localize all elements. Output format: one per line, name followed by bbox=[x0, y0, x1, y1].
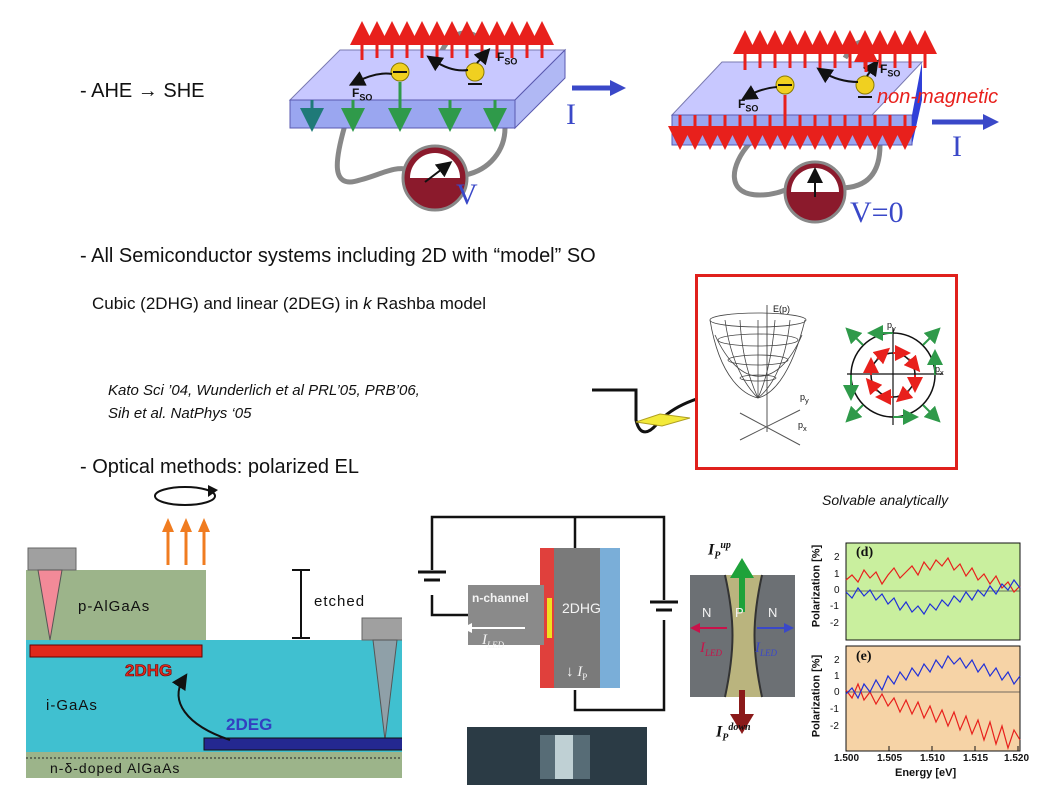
device-2dhg-label: 2DHG bbox=[125, 661, 173, 681]
xtick-3: 1.515 bbox=[963, 753, 989, 764]
ytick-d-0: 2 bbox=[834, 552, 840, 563]
micro-p-mid: P bbox=[735, 605, 744, 620]
bullet-optical: - Optical methods: polarized EL bbox=[80, 456, 360, 478]
ahe-voltage-label: V bbox=[456, 178, 478, 211]
rashba-model-text: Cubic (2DHG) and linear (2DEG) in k Rash… bbox=[92, 294, 486, 313]
plot-ylabel-d: Polarization [%] bbox=[810, 544, 823, 628]
nonmagnetic-label: non-magnetic bbox=[877, 86, 999, 108]
bullet-ahe-she: - AHE → SHE bbox=[80, 80, 205, 102]
micro-ip-down: IPdown bbox=[716, 722, 751, 744]
circuit-iled: ILED bbox=[482, 632, 505, 650]
xtick-4: 1.520 bbox=[1004, 753, 1030, 764]
she-fso-left: FSO bbox=[738, 97, 759, 114]
circuit-ip: ↓ IP bbox=[566, 664, 588, 682]
xtick-1: 1.505 bbox=[877, 753, 903, 764]
xtick-2: 1.510 bbox=[920, 753, 946, 764]
she-voltage-label: V=0 bbox=[850, 196, 904, 229]
ahe-current-label: I bbox=[566, 98, 576, 131]
ytick-d-3: -1 bbox=[830, 601, 839, 612]
rashba-energy-axis: E(p) bbox=[773, 304, 791, 314]
ahe-fso-right: FSO bbox=[497, 50, 518, 67]
plot-panel-e: (e) bbox=[856, 649, 872, 664]
circuit-n-channel: n-channel bbox=[472, 591, 529, 605]
ytick-d-4: -2 bbox=[830, 618, 839, 629]
bullet-all-semiconductor: - All Semiconductor systems including 2D… bbox=[80, 245, 596, 267]
ytick-e-2: 0 bbox=[834, 687, 840, 698]
micro-ip-up: IPup bbox=[708, 540, 731, 562]
layer-p-algaas: p-AlGaAs bbox=[78, 598, 151, 615]
micro-iled-right: ILED bbox=[755, 640, 778, 658]
ytick-d-2: 0 bbox=[834, 585, 840, 596]
plot-ylabel-e: Polarization [%] bbox=[810, 654, 823, 738]
micro-n-left: N bbox=[702, 605, 712, 620]
rashba-py-3d: py bbox=[800, 392, 809, 405]
micro-iled-left: ILED bbox=[700, 640, 723, 658]
rashba-px-3d: px bbox=[798, 420, 807, 433]
ytick-d-1: 1 bbox=[834, 569, 840, 580]
refs-line1: Kato Sci ’04, Wunderlich et al PRL’05, P… bbox=[108, 382, 420, 399]
xtick-0: 1.500 bbox=[834, 753, 860, 764]
ytick-e-4: -2 bbox=[830, 721, 839, 732]
solvable-label: Solvable analytically bbox=[822, 492, 949, 508]
plot-xlabel: Energy [eV] bbox=[895, 767, 957, 779]
ytick-e-1: 1 bbox=[834, 671, 840, 682]
ytick-e-3: -1 bbox=[830, 704, 839, 715]
layer-n-doped-algaas: n-δ-doped AlGaAs bbox=[50, 760, 181, 776]
rashba-px-2d: px bbox=[935, 364, 944, 377]
she-fso-right: FSO bbox=[880, 62, 901, 79]
layer-i-gaas: i-GaAs bbox=[46, 697, 98, 714]
refs-line2: Sih et al. NatPhys ‘05 bbox=[108, 405, 252, 422]
etched-label: etched bbox=[314, 593, 366, 610]
ahe-fso-left: FSO bbox=[352, 86, 373, 103]
she-current-label: I bbox=[952, 130, 962, 163]
ytick-e-0: 2 bbox=[834, 655, 840, 666]
rashba-py-2d: py bbox=[887, 320, 896, 333]
device-2deg-label: 2DEG bbox=[226, 715, 273, 734]
plot-panel-d: (d) bbox=[856, 545, 874, 560]
circuit-2dhg: 2DHG bbox=[562, 600, 601, 616]
micro-n-right: N bbox=[768, 605, 778, 620]
